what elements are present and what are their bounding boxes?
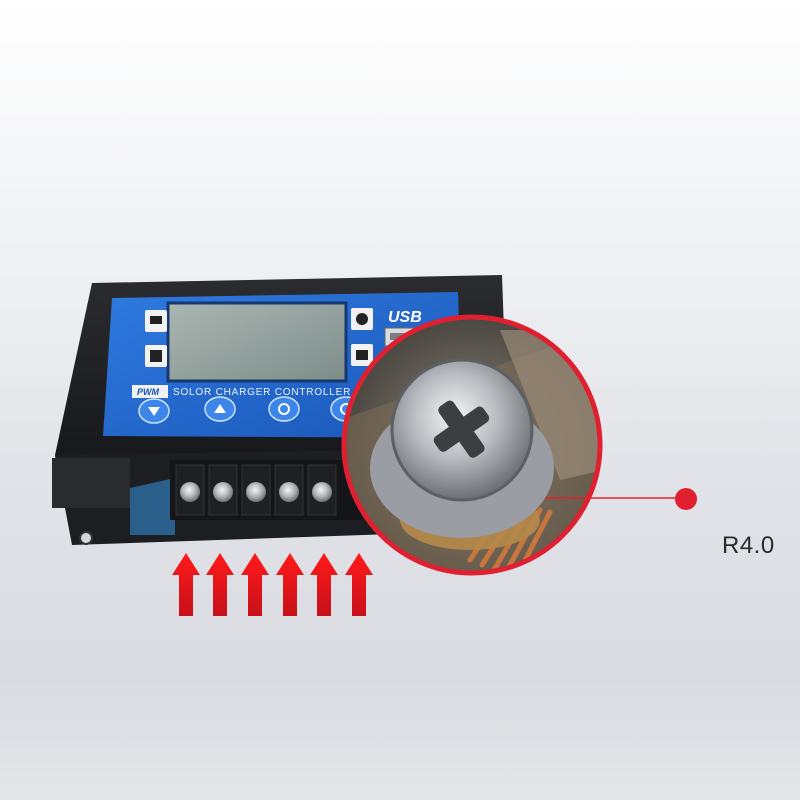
pwm-badge-text: PWM bbox=[137, 387, 159, 397]
down-button bbox=[138, 398, 170, 424]
mount-hole bbox=[79, 531, 93, 545]
arrow bbox=[172, 553, 200, 616]
arrow bbox=[206, 553, 234, 616]
lcd-screen bbox=[166, 301, 348, 383]
screw-head bbox=[370, 358, 554, 538]
panel-title: SOLOR CHARGER CONTROLLER bbox=[173, 387, 351, 398]
pwm-badge bbox=[132, 385, 168, 398]
arrow bbox=[345, 553, 373, 616]
terminal-screws bbox=[175, 464, 337, 516]
zoom-callout bbox=[341, 314, 603, 576]
arrow bbox=[241, 553, 269, 616]
arrow bbox=[310, 553, 338, 616]
side-housing bbox=[52, 458, 130, 508]
wire-size-label: R4.0 bbox=[722, 532, 775, 559]
settings-button bbox=[268, 396, 300, 422]
red-arrows bbox=[172, 553, 373, 616]
arrow bbox=[276, 553, 304, 616]
usb-label: USB bbox=[388, 309, 422, 326]
phillips-cross bbox=[433, 400, 490, 458]
up-button bbox=[204, 396, 236, 422]
callout-dot bbox=[675, 488, 697, 510]
callout-ring bbox=[341, 314, 603, 576]
terminal-block bbox=[170, 460, 370, 520]
